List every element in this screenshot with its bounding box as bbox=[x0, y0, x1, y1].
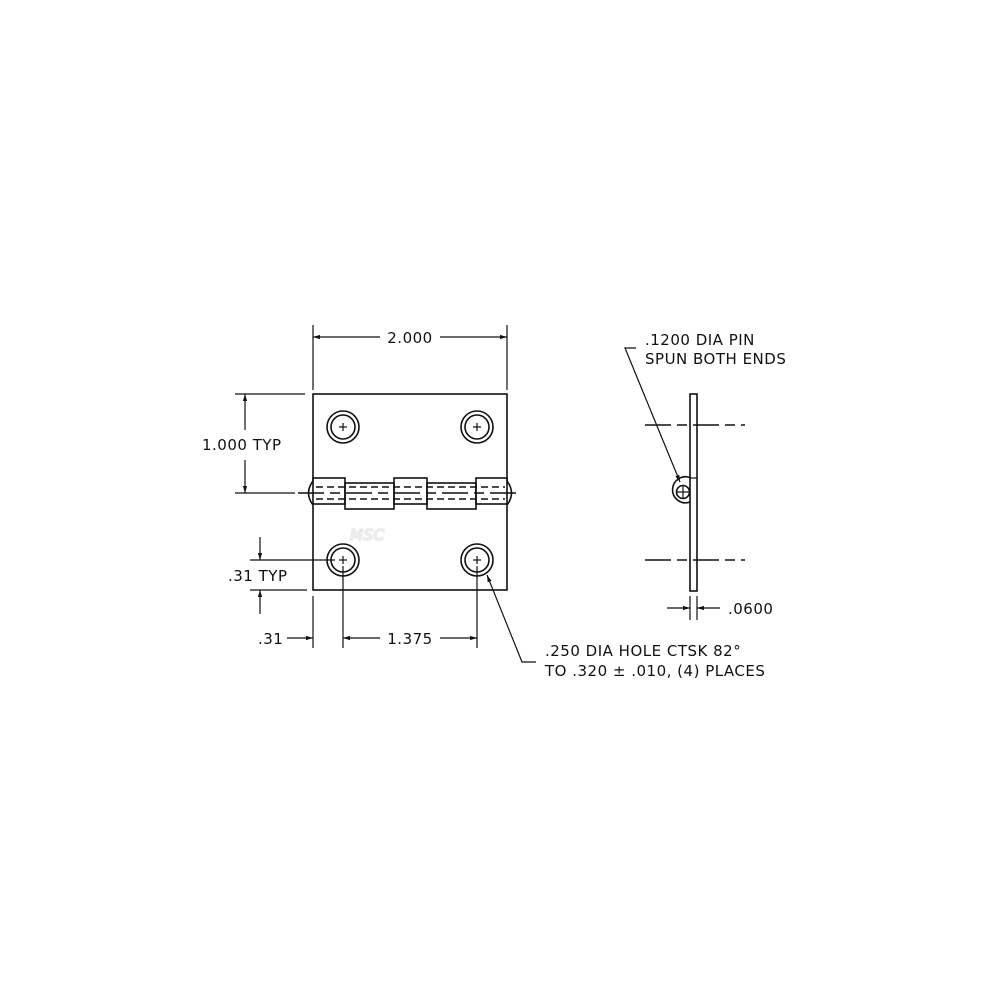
svg-text:.31: .31 bbox=[258, 630, 283, 648]
countersunk-hole bbox=[326, 410, 360, 444]
svg-text:TO .320 ± .010, (4) PLACES: TO .320 ± .010, (4) PLACES bbox=[544, 662, 765, 680]
pin-circle bbox=[675, 484, 691, 500]
side-plate bbox=[689, 393, 698, 592]
svg-text:SPUN BOTH ENDS: SPUN BOTH ENDS bbox=[645, 350, 786, 368]
hole-note: .250 DIA HOLE CTSK 82° TO .320 ± .010, (… bbox=[486, 574, 765, 680]
svg-text:1.375: 1.375 bbox=[387, 630, 432, 648]
svg-text:.0600: .0600 bbox=[728, 600, 773, 618]
svg-text:.31 TYP: .31 TYP bbox=[228, 567, 288, 585]
pin-note: .1200 DIA PIN SPUN BOTH ENDS bbox=[624, 331, 786, 483]
dimension-hole-offset-horizontal: .31 bbox=[258, 566, 344, 648]
watermark: MSC bbox=[350, 526, 384, 544]
dimension-hole-offset-vertical: .31 TYP bbox=[228, 537, 335, 614]
dimension-thickness: .0600 bbox=[667, 596, 773, 620]
hinge-knuckles bbox=[298, 477, 522, 510]
svg-text:2.000: 2.000 bbox=[387, 329, 432, 347]
countersunk-hole bbox=[460, 410, 494, 444]
knuckle-curl bbox=[671, 476, 692, 504]
dimension-hole-spacing: 1.375 bbox=[343, 566, 478, 648]
dimension-leaf-height: 1.000 TYP bbox=[202, 393, 305, 494]
side-view: .1200 DIA PIN SPUN BOTH ENDS .0600 bbox=[624, 331, 786, 620]
svg-text:1.000 TYP: 1.000 TYP bbox=[202, 436, 282, 454]
front-view: 2.000 1.000 TYP .31 TYP .31 bbox=[202, 325, 765, 680]
dimension-overall-width: 2.000 bbox=[312, 325, 508, 390]
svg-text:.1200 DIA PIN: .1200 DIA PIN bbox=[645, 331, 755, 349]
svg-text:.250 DIA HOLE CTSK 82°: .250 DIA HOLE CTSK 82° bbox=[545, 642, 741, 660]
